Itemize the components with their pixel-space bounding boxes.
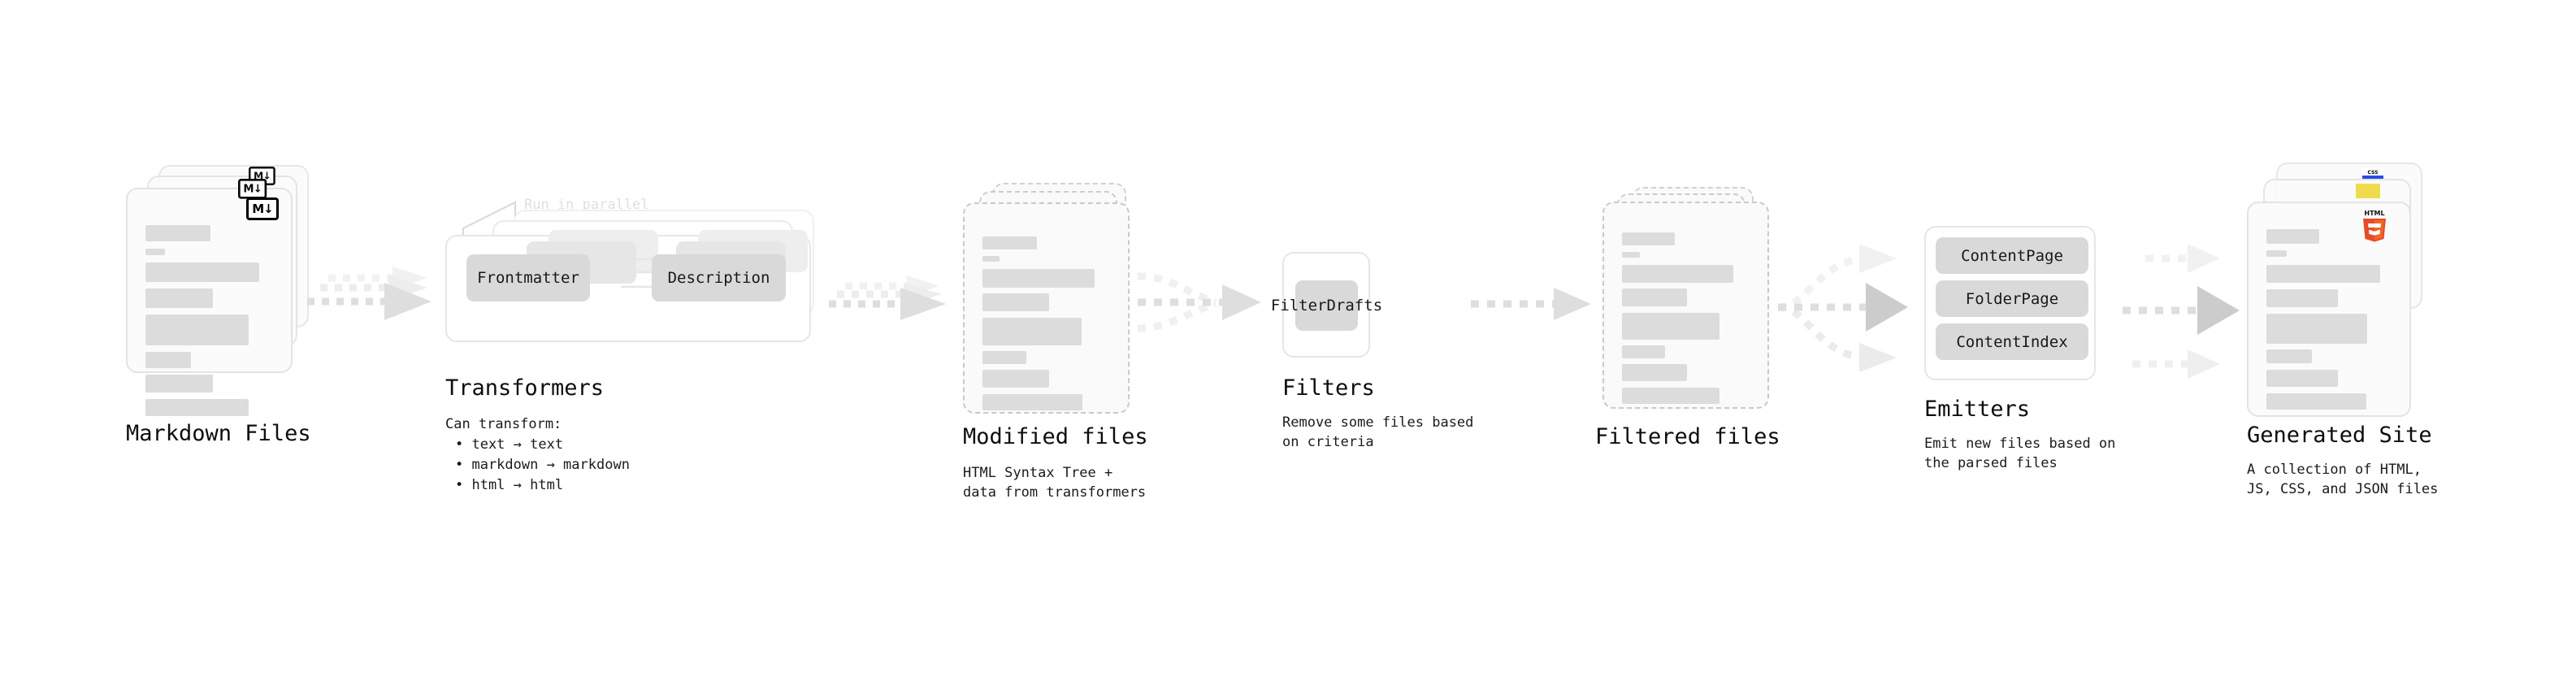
- file-content-lines: [128, 189, 291, 416]
- markdown-files-stack: M↓ M↓ M↓: [126, 165, 309, 416]
- arrow-markdown-to-transformers: [307, 267, 432, 320]
- filter-chip-filterdrafts[interactable]: FilterDrafts: [1271, 280, 1382, 331]
- emitters-subtitle: Emit new files based on the parsed files: [1924, 436, 2116, 471]
- markdown-icon-back-1: M↓: [238, 179, 267, 199]
- css3-icon: CSS: [2362, 168, 2383, 179]
- arrow-transformers-to-modified: [829, 275, 946, 320]
- transformer-chip-description-label: Description: [667, 269, 770, 287]
- emitter-chip-contentpage-label: ContentPage: [1961, 246, 2063, 265]
- file-card-front: [126, 188, 293, 416]
- emitter-chip-folderpage-label: FolderPage: [1965, 289, 2059, 308]
- file-card-front: [1602, 202, 1769, 409]
- transformers-title: Transformers: [445, 375, 605, 401]
- file-content-lines: [2249, 203, 2409, 415]
- css3-icon-label: CSS: [2367, 170, 2379, 176]
- filters-subtitle: Remove some files based on criteria: [1282, 414, 1474, 450]
- modified-files-subtitle: HTML Syntax Tree + data from transformer…: [963, 465, 1147, 501]
- filters-title: Filters: [1282, 375, 1375, 401]
- file-content-lines: [965, 204, 1128, 412]
- markdown-icon: M↓: [246, 197, 279, 220]
- arrow-emitters-to-site: [2123, 244, 2240, 379]
- generated-site-subtitle: A collection of HTML, JS, CSS, and JSON …: [2247, 462, 2439, 497]
- transformer-chip-frontmatter-label: Frontmatter: [477, 269, 579, 287]
- file-content-lines: [1604, 203, 1767, 407]
- emitter-chip-contentpage[interactable]: ContentPage: [1936, 237, 2088, 274]
- filtered-files-stack: [1602, 187, 1777, 409]
- js-icon: [2356, 184, 2380, 198]
- html5-icon: HTML: [2361, 208, 2388, 242]
- arrow-filters-to-filtered: [1471, 288, 1591, 320]
- transformer-chip-description[interactable]: Description: [652, 254, 786, 301]
- modified-files-title: Modified files: [963, 424, 1148, 449]
- markdown-icon-glyph: M↓: [253, 169, 271, 182]
- transformers-bullet-list: • text → text • markdown → markdown • ht…: [455, 435, 630, 496]
- emitter-chip-contentindex-label: ContentIndex: [1956, 332, 2068, 351]
- markdown-files-title: Markdown Files: [126, 421, 311, 446]
- file-card-front: [963, 202, 1130, 414]
- transformer-chip-frontmatter[interactable]: Frontmatter: [466, 254, 590, 301]
- modified-files-stack: [963, 183, 1138, 414]
- svg-text:HTML: HTML: [2364, 210, 2384, 217]
- transformers-bullet-2: • html → html: [455, 477, 564, 493]
- file-card-front-html: [2247, 202, 2411, 417]
- arrow-modified-to-filters: [1137, 272, 1261, 332]
- filter-chip-filterdrafts-label: FilterDrafts: [1270, 297, 1383, 314]
- filtered-files-title: Filtered files: [1595, 424, 1780, 449]
- emitter-chip-contentindex[interactable]: ContentIndex: [1936, 323, 2088, 360]
- transformers-bullet-0: • text → text: [455, 436, 564, 453]
- generated-site-title: Generated Site: [2247, 423, 2432, 448]
- generated-site-stack: CSS HTML: [2247, 163, 2434, 417]
- markdown-icon-glyph: M↓: [252, 201, 273, 216]
- arrow-filtered-to-emitters: [1777, 244, 1908, 372]
- transformers-subtitle: Can transform:: [445, 416, 562, 432]
- emitters-title: Emitters: [1924, 397, 2031, 422]
- transformers-bullet-1: • markdown → markdown: [455, 457, 630, 473]
- transformers-stack: Run in parallel Frontmatter Description …: [445, 197, 827, 362]
- markdown-icon-glyph: M↓: [243, 181, 262, 195]
- emitter-chip-folderpage[interactable]: FolderPage: [1936, 280, 2088, 317]
- css3-icon-bar: [2362, 176, 2383, 179]
- run-in-parallel-label: Run in parallel: [524, 197, 649, 213]
